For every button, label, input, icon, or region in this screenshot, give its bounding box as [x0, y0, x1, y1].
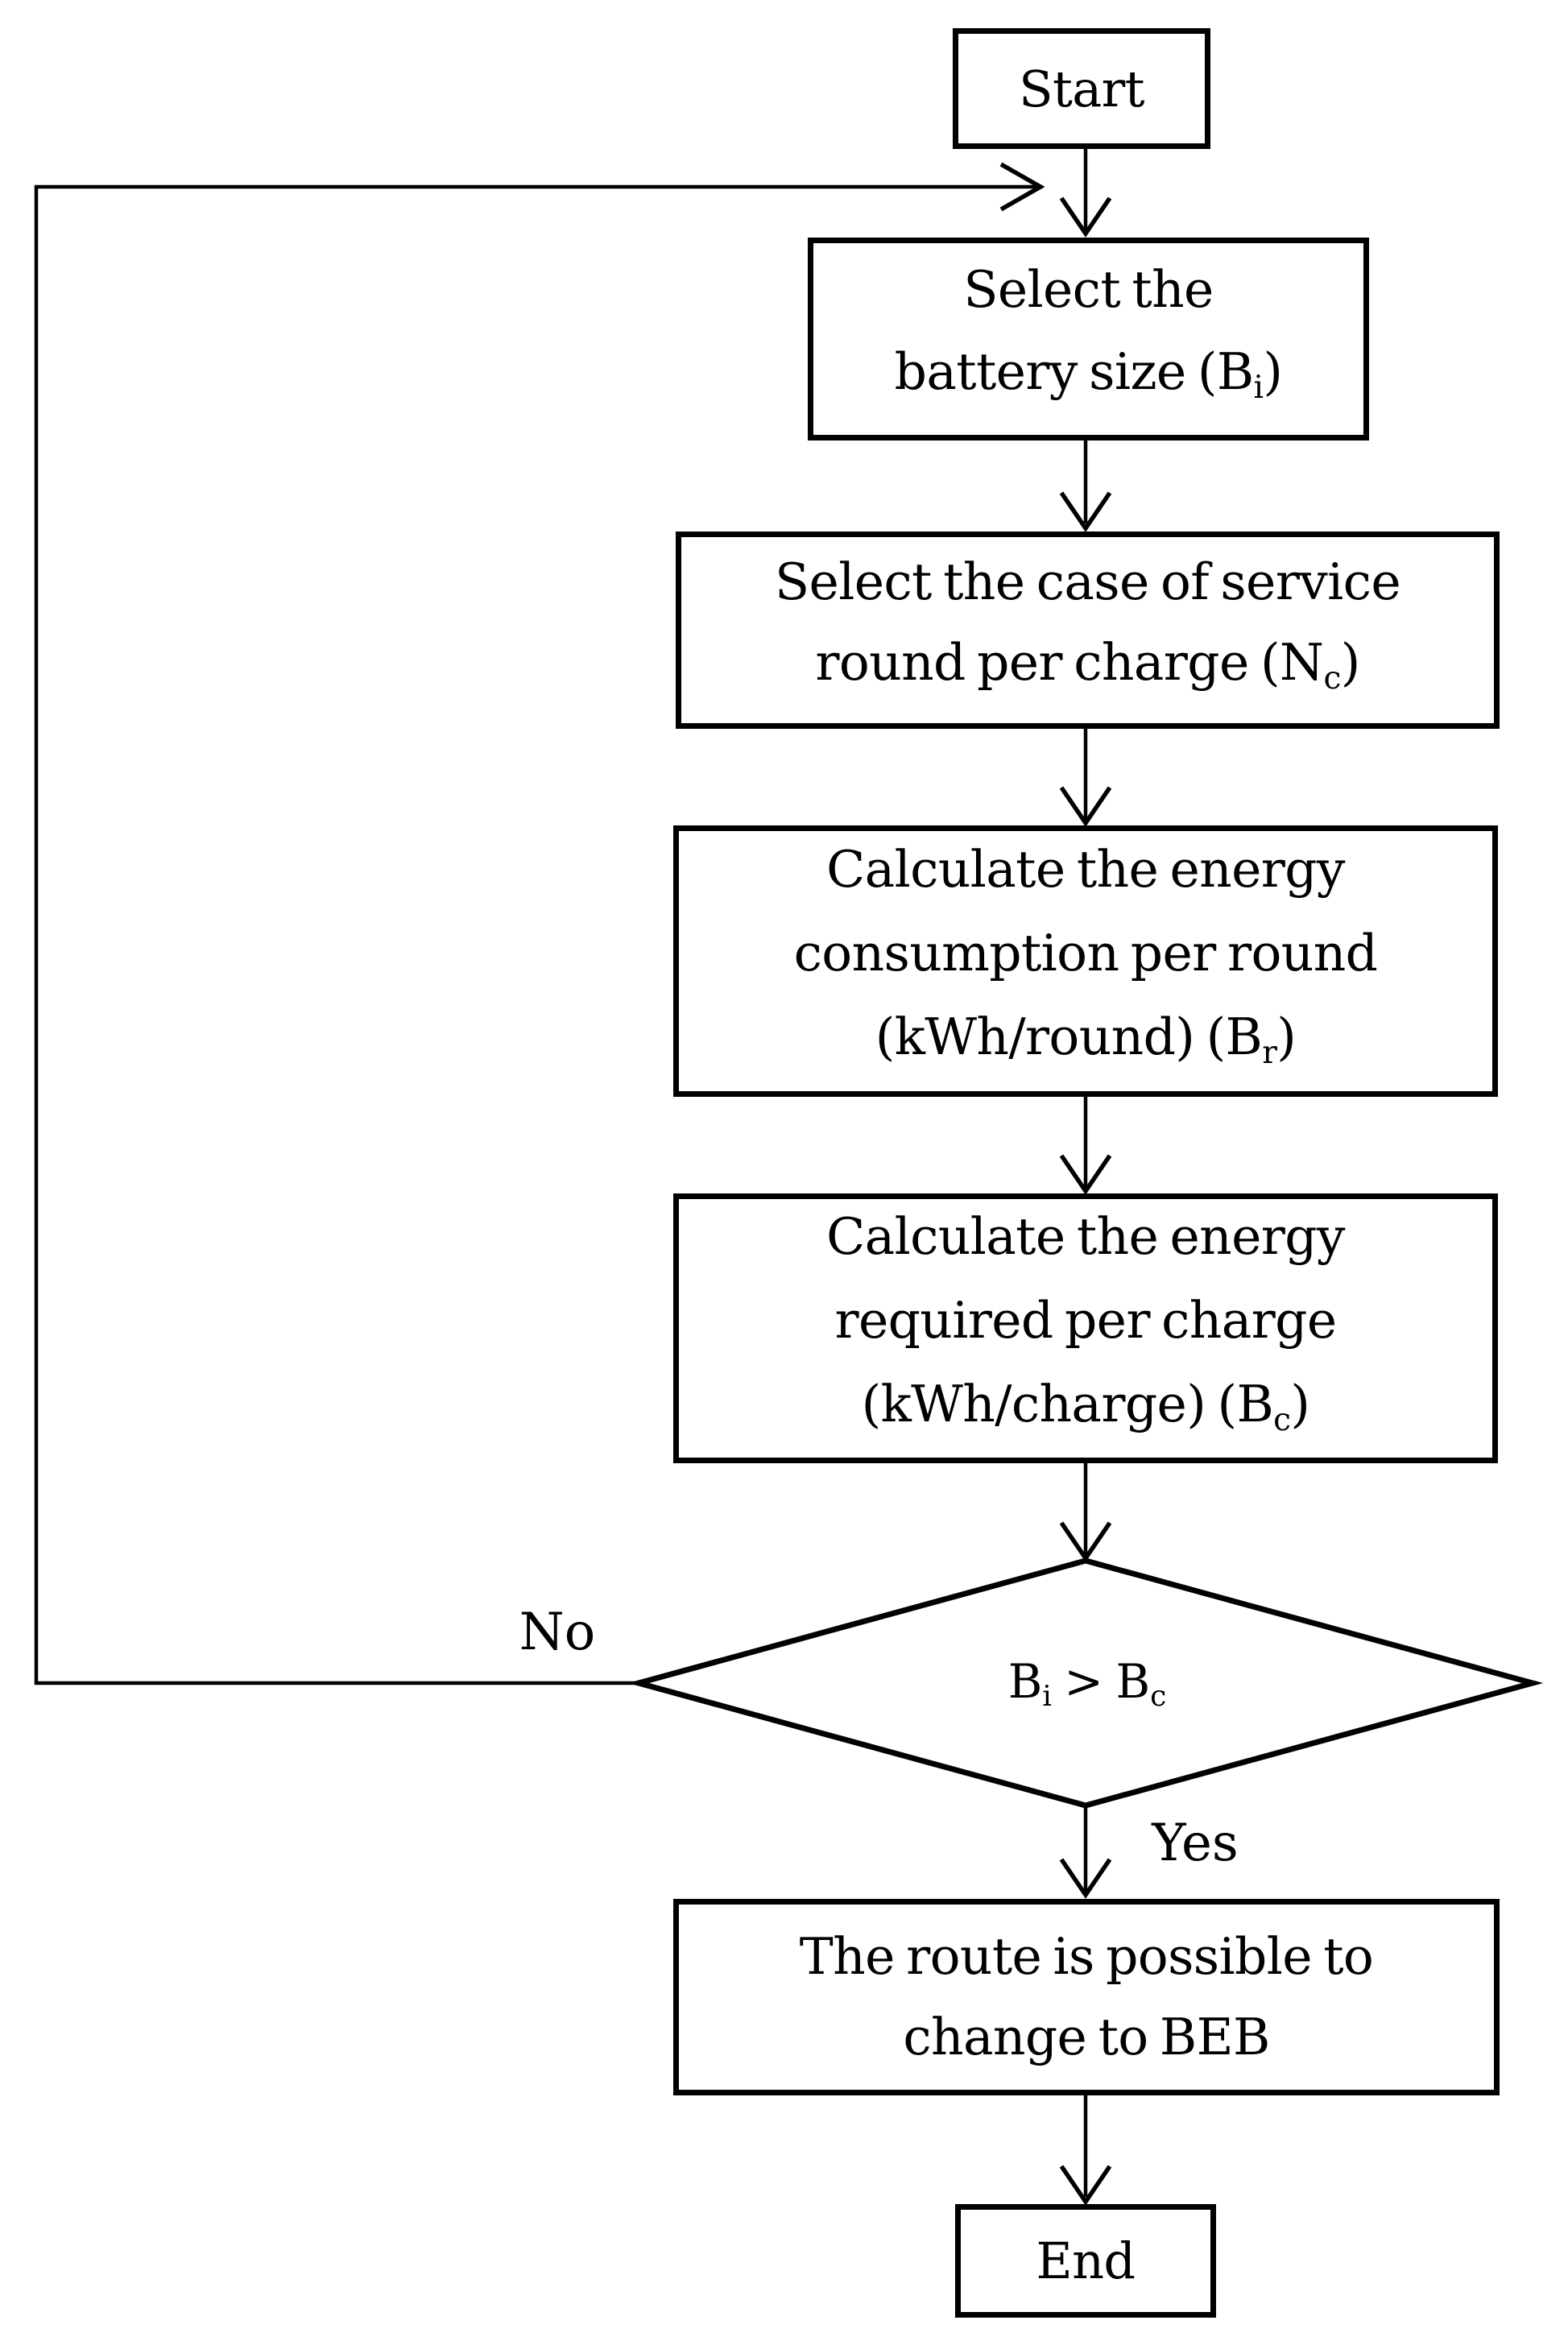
node-text-line: required per charge — [834, 1279, 1337, 1363]
text-segment: ) — [1340, 632, 1361, 692]
subscript-r: r — [1262, 1034, 1277, 1071]
node-text-line: (kWh/round) (Br) — [875, 995, 1297, 1095]
text-segment: > B — [1051, 1654, 1151, 1710]
decision-condition-label: Bi > Bc — [882, 1648, 1293, 1720]
edge-no-loop — [34, 184, 1041, 1685]
node-text-line: change to BEB — [903, 1997, 1270, 2078]
node-energy-per-charge: Calculate the energy required per charge… — [673, 1193, 1498, 1463]
text-segment: Select the case of service — [775, 552, 1401, 611]
node-text-line: (kWh/charge) (Bc) — [862, 1363, 1310, 1462]
node-route-possible: The route is possible to change to BEB — [673, 1899, 1500, 2095]
text-segment: required per charge — [834, 1290, 1337, 1350]
arrowhead-down-icon — [1059, 2165, 1112, 2206]
node-text-line: round per charge (Nc) — [815, 622, 1361, 719]
text-segment: The route is possible to — [799, 1927, 1374, 1986]
arrowhead-down-icon — [1059, 786, 1112, 827]
text-segment: round per charge (N — [815, 632, 1324, 692]
node-start-label: Start — [1019, 59, 1144, 118]
text-segment: Select the — [963, 260, 1214, 320]
node-text-line: Bi > Bc — [1008, 1654, 1167, 1713]
text-segment: consumption per round — [793, 923, 1378, 982]
text-segment: Calculate the energy — [826, 839, 1345, 899]
node-text-line: consumption per round — [794, 912, 1378, 995]
subscript-i: i — [1253, 369, 1264, 406]
node-text-line: Select the — [963, 249, 1214, 331]
subscript-c: c — [1323, 660, 1341, 697]
subscript-c: c — [1150, 1680, 1167, 1714]
text-segment: ) — [1263, 342, 1283, 402]
arrowhead-down-icon — [1059, 196, 1112, 238]
subscript-i: i — [1042, 1680, 1052, 1714]
node-start: Start — [953, 28, 1210, 149]
arrowhead-down-icon — [1059, 491, 1112, 532]
text-segment: ) — [1290, 1374, 1310, 1433]
text-segment: Calculate the energy — [826, 1206, 1345, 1266]
no-loop-arrowhead-icon — [999, 162, 1045, 212]
text-segment: change to BEB — [903, 2008, 1270, 2066]
node-end-label: End — [1036, 2231, 1136, 2290]
edge-label-no: No — [519, 1603, 596, 1662]
text-segment: (kWh/charge) (B — [861, 1374, 1274, 1433]
node-select-service-round: Select the case of service round per cha… — [676, 531, 1500, 729]
text-segment: battery size (B — [894, 342, 1255, 402]
node-text-line: Calculate the energy — [826, 828, 1345, 912]
node-text-line: battery size (Bi) — [895, 331, 1283, 429]
node-select-battery-size: Select the battery size (Bi) — [808, 238, 1369, 440]
text-segment: ) — [1276, 1007, 1297, 1066]
arrowhead-down-icon — [1059, 1858, 1112, 1899]
node-text-line: Calculate the energy — [826, 1195, 1345, 1279]
node-energy-per-round: Calculate the energy consumption per rou… — [673, 825, 1498, 1097]
text-segment: (kWh/round) (B — [875, 1007, 1263, 1066]
decision-diamond-shape — [627, 1557, 1544, 1809]
edge-label-yes: Yes — [1152, 1814, 1239, 1873]
node-text-line: The route is possible to — [799, 1917, 1374, 1997]
subscript-c: c — [1273, 1401, 1291, 1438]
node-text-line: Select the case of service — [775, 542, 1401, 622]
text-segment: B — [1007, 1654, 1043, 1710]
arrowhead-down-icon — [1059, 1154, 1112, 1195]
node-end: End — [955, 2204, 1216, 2318]
